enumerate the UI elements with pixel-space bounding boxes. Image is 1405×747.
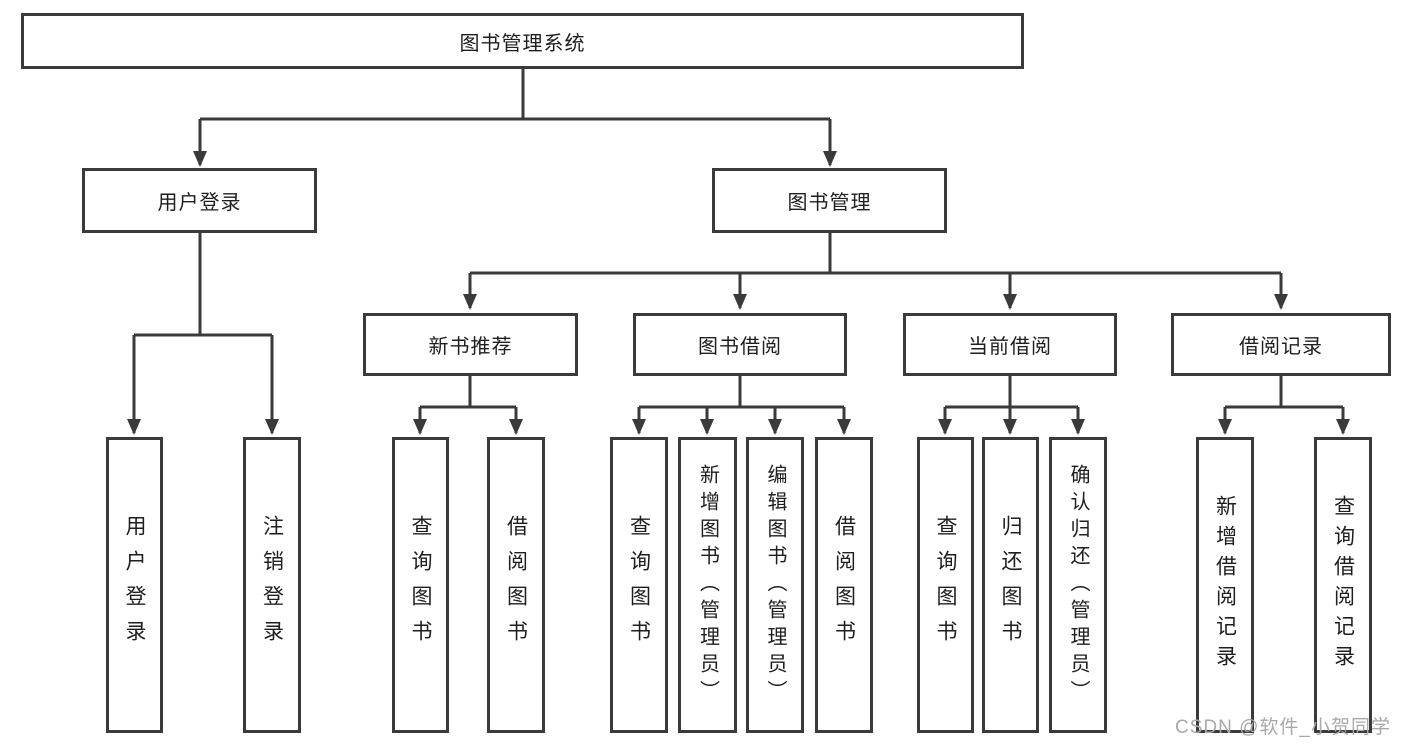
leaf-user-login-label: 用户登录 xyxy=(123,515,146,655)
leaf-user-login: 用户登录 xyxy=(106,437,163,733)
leaf-query-books-3: 查询图书 xyxy=(917,437,974,733)
leaf-confirm-return-admin: 确认归还（管理员） xyxy=(1049,437,1107,733)
leaf-add-borrow-record: 新增借阅记录 xyxy=(1196,437,1254,733)
leaf-query-books-2: 查询图书 xyxy=(610,437,668,733)
leaf-return-book-label: 归还图书 xyxy=(999,515,1022,655)
leaf-query-borrow-record-label: 查询借阅记录 xyxy=(1331,495,1355,675)
leaf-query-books-1: 查询图书 xyxy=(392,437,449,733)
leaf-edit-book-admin-label: 编辑图书（管理员） xyxy=(764,463,786,707)
leaf-add-book-admin-label: 新增图书（管理员） xyxy=(696,463,719,707)
node-current-borrow: 当前借阅 xyxy=(903,313,1117,376)
leaf-add-borrow-record-label: 新增借阅记录 xyxy=(1213,495,1237,675)
leaf-logout: 注销登录 xyxy=(243,437,301,733)
leaf-borrow-books-1-label: 借阅图书 xyxy=(504,515,528,655)
leaf-borrow-books-1: 借阅图书 xyxy=(487,437,545,733)
node-library-system: 图书管理系统 xyxy=(21,13,1024,69)
leaf-add-book-admin: 新增图书（管理员） xyxy=(678,437,737,733)
leaf-borrow-books-2: 借阅图书 xyxy=(815,437,873,733)
leaf-edit-book-admin: 编辑图书（管理员） xyxy=(746,437,804,733)
leaf-borrow-books-2-label: 借阅图书 xyxy=(832,515,856,655)
csdn-watermark: CSDN @软件_小贺同学 xyxy=(1175,717,1391,738)
leaf-return-book: 归还图书 xyxy=(982,437,1039,733)
node-user-login-group: 用户登录 xyxy=(82,168,317,233)
leaf-logout-label: 注销登录 xyxy=(260,515,284,655)
node-book-management: 图书管理 xyxy=(712,168,947,233)
leaf-query-borrow-record: 查询借阅记录 xyxy=(1314,437,1372,733)
node-borrow-records: 借阅记录 xyxy=(1171,313,1391,376)
leaf-query-books-2-label: 查询图书 xyxy=(627,515,651,655)
leaf-query-books-3-label: 查询图书 xyxy=(934,515,957,655)
leaf-confirm-return-admin-label: 确认归还（管理员） xyxy=(1067,463,1089,707)
node-book-borrow: 图书借阅 xyxy=(633,313,847,376)
node-new-book-recommend: 新书推荐 xyxy=(363,313,578,376)
leaf-query-books-1-label: 查询图书 xyxy=(409,515,432,655)
